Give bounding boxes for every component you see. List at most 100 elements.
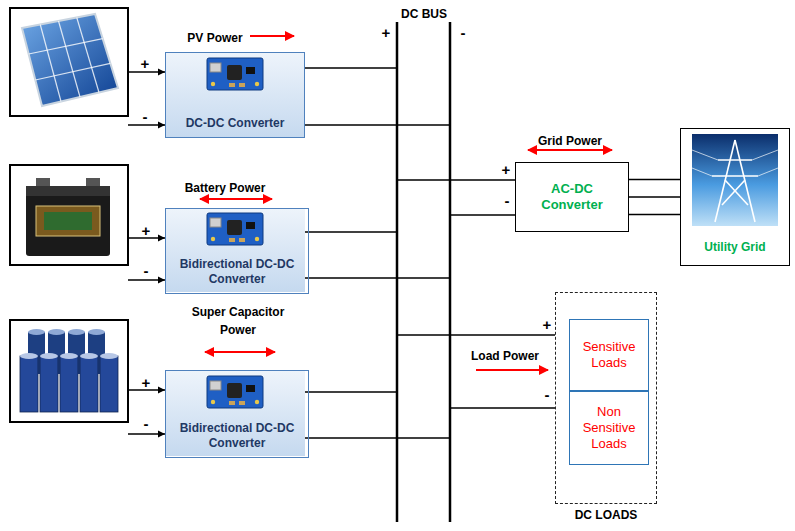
label-slot: + (499, 161, 513, 179)
battery-icon (36, 178, 50, 187)
label-slot: - (456, 24, 470, 42)
bus-wire (305, 67, 397, 69)
utility-grid-picture (712, 140, 758, 222)
supercapacitor-icon (60, 356, 78, 412)
box-label: DC LOADS (556, 508, 656, 522)
power-flow-arrow (200, 198, 272, 200)
bus-wire (450, 214, 515, 216)
supercapacitor-icon (60, 353, 78, 359)
flow-label: Super Capacitor Power (192, 305, 285, 337)
label-slot: - (540, 386, 554, 404)
label-slot: + (139, 222, 153, 240)
power-flow-arrow (476, 369, 548, 371)
battery-icon (26, 186, 110, 256)
utility-grid-picture (712, 175, 758, 177)
solar-panel-icon (59, 21, 81, 97)
battery-icon (10, 165, 128, 265)
label-slot: + (540, 316, 554, 334)
bus-wire (305, 124, 450, 126)
converter-box: Bidirectional DC-DC Converter (165, 208, 309, 294)
label-slot: Battery Power (170, 178, 280, 196)
supercapacitor-icon (80, 353, 98, 359)
box-label: AC-DC Converter (520, 181, 624, 213)
supercapacitor-icon (20, 356, 38, 412)
terminal-sign: + (142, 222, 151, 239)
bus-wire (305, 277, 450, 279)
supercapacitor-icon (10, 320, 128, 422)
flow-label: Load Power (471, 349, 539, 363)
bus-wire (305, 437, 450, 439)
box-label: Sensitive Loads (574, 339, 644, 371)
utility-grid-picture (692, 168, 712, 176)
utility-grid-picture (725, 180, 748, 205)
power-flow-arrow (250, 35, 294, 37)
bus-wire (450, 407, 555, 409)
ac-line (629, 214, 680, 216)
flow-label: Battery Power (185, 181, 266, 195)
bus-wire (305, 231, 397, 233)
label-slot: Load Power (465, 346, 545, 364)
grid-box: Utility Grid (680, 128, 790, 266)
converter-fill (165, 52, 305, 138)
converter-fill (165, 370, 305, 456)
terminal-sign: + (142, 374, 151, 391)
utility-grid-picture (752, 150, 778, 160)
ac-line (629, 196, 680, 198)
converter-box: DC-DC Converter (165, 52, 305, 138)
supercapacitor-icon (10, 320, 128, 422)
label-slot: + (138, 55, 152, 73)
supercapacitor-icon (28, 329, 105, 335)
power-flow-arrow (528, 149, 612, 151)
battery-icon (10, 165, 128, 265)
terminal-sign: + (502, 161, 511, 178)
bus-wire (128, 433, 165, 435)
solar-panel-icon (77, 18, 99, 93)
terminal-sign: + (382, 24, 391, 41)
converter-box: AC-DC Converter (515, 162, 629, 232)
supercapacitor-icon (48, 329, 65, 335)
box-label: Bidirectional DC-DC Converter (170, 421, 304, 451)
solar-panel-icon (10, 8, 128, 116)
bus-wire (305, 391, 397, 393)
label-slot: Grid Power (525, 131, 615, 149)
label-slot: - (138, 108, 152, 126)
converter-fill (165, 208, 305, 292)
supercapacitor-icon (100, 356, 118, 412)
utility-grid-picture (692, 150, 718, 160)
load-box: Non Sensitive Loads (569, 391, 649, 465)
label-slot: DC BUS (389, 4, 459, 22)
terminal-sign: + (543, 316, 552, 333)
terminal-sign: - (144, 262, 149, 279)
bus-wire (128, 22, 555, 522)
supercapacitor-icon (20, 353, 118, 359)
battery-icon (36, 206, 100, 236)
supercapacitor-icon (88, 329, 105, 335)
load-box: Sensitive Loads (569, 319, 649, 391)
label-slot: - (139, 415, 153, 433)
converter-fill (207, 58, 263, 90)
utility-grid-picture (692, 150, 778, 176)
supercapacitor-icon (40, 356, 58, 412)
label-slot: Super Capacitor Power (183, 302, 293, 338)
terminal-sign: + (141, 55, 150, 72)
converter-box: Bidirectional DC-DC Converter (165, 370, 309, 458)
solar-panel-icon (22, 14, 118, 106)
load-group: DC LOADSSensitive LoadsNon Sensitive Loa… (555, 292, 657, 504)
converter-fill (207, 376, 263, 408)
converter-fill (207, 213, 263, 245)
utility-grid-picture (692, 134, 778, 226)
utility-grid-picture (758, 168, 778, 176)
supercapacitor-icon (80, 356, 98, 412)
solar-panel-icon (40, 25, 61, 102)
flow-label: Grid Power (538, 134, 602, 148)
terminal-sign: - (545, 386, 550, 403)
flow-label: PV Power (187, 31, 242, 45)
terminal-sign: - (144, 415, 149, 432)
supercapacitor-icon (100, 353, 118, 359)
box-label: Non Sensitive Loads (574, 404, 644, 452)
supercapacitor-icon (20, 356, 118, 412)
bus-wire (449, 22, 452, 522)
utility-grid-picture (692, 134, 778, 226)
